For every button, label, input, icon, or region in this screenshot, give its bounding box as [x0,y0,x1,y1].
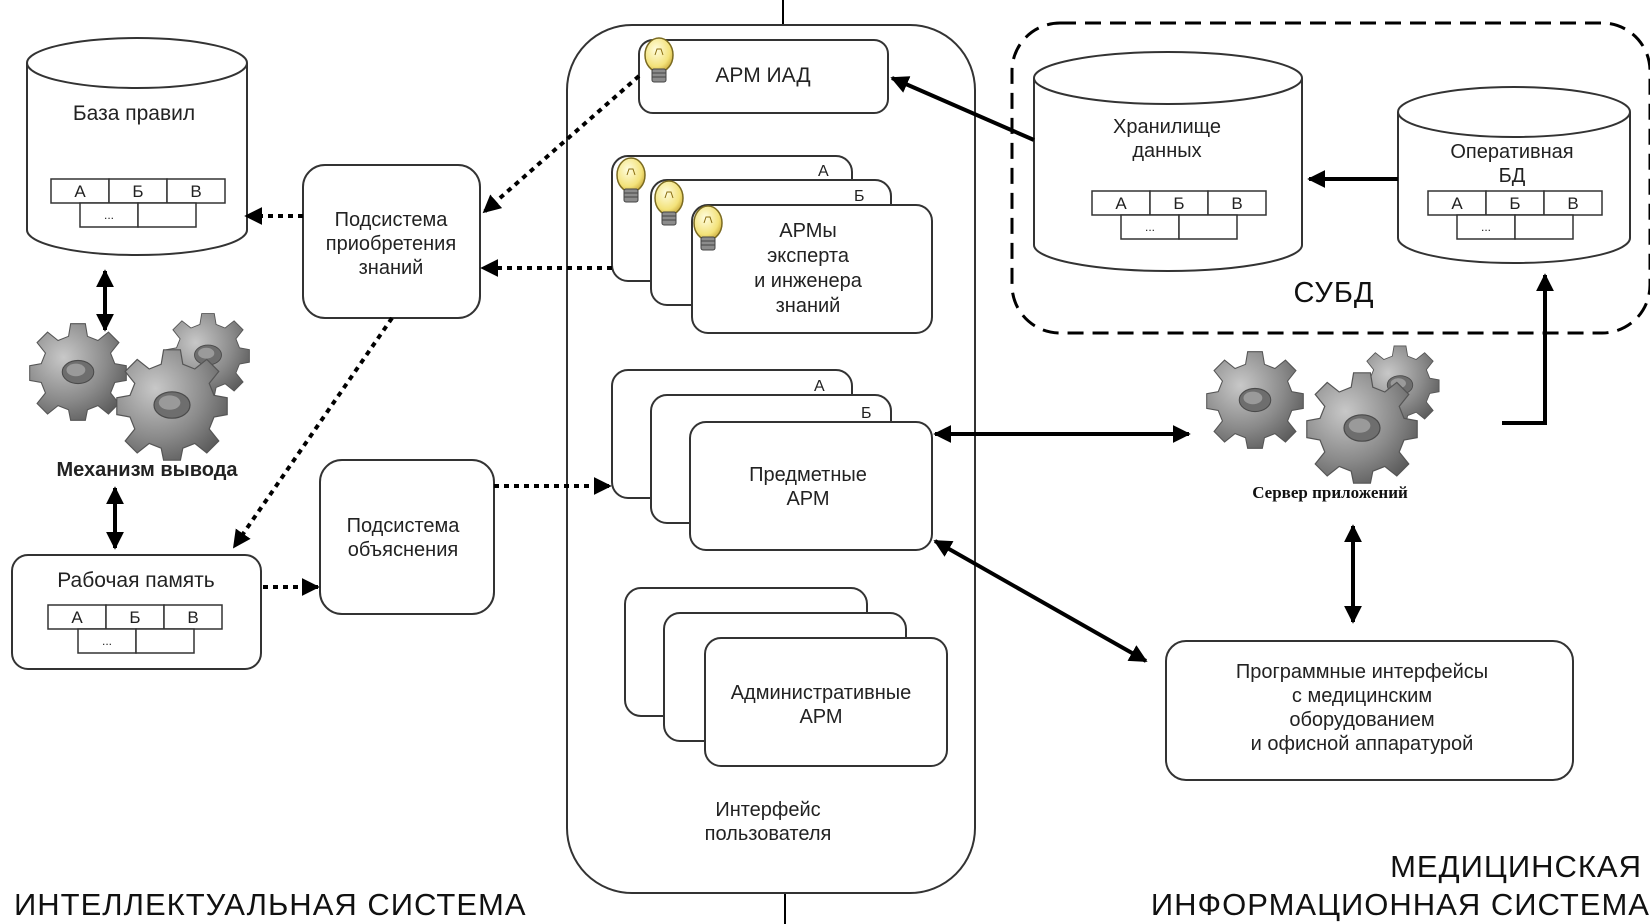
program-interfaces-line-4: и офисной аппаратурой [1251,733,1474,755]
expert-arms-line-2: эксперта [767,245,850,267]
operational-db-line-1: Оперативная [1450,141,1573,163]
explanation-line-2: объяснения [348,539,458,561]
arm-iad-label: АРМ ИАД [715,64,810,87]
subject-arms-line-2: АРМ [786,488,829,510]
expert-arms-line-3: и инженера [754,270,863,292]
medical-system-title-2: ИНФОРМАЦИОННАЯ СИСТЕМА [1151,887,1650,922]
operational-db-line-2: БД [1499,165,1526,187]
inference-engine-label: Механизм вывода [56,459,238,481]
arrow-iad-to-acquisition [482,74,641,214]
expert-arms-tab-b: Б [854,188,865,205]
subject-arms-tab-b: Б [861,405,872,422]
user-interface-caption-2: пользователя [705,823,832,845]
working-memory-cell-more: ... [102,634,112,648]
data-warehouse-cell-b: Б [1173,194,1184,213]
subject-arms-stack: А Б [611,369,933,551]
working-memory-cell-c: В [187,608,198,627]
rule-base-cell-b: Б [132,182,143,201]
inference-engine-gears [29,313,250,461]
medical-system-title-1: МЕДИЦИНСКАЯ [1390,849,1642,884]
working-memory-table: А Б В ... [47,604,223,654]
working-memory-cell-a: А [71,608,83,627]
rule-base-table: А Б В ... [50,178,226,228]
operational-db-cell-b: Б [1509,194,1520,213]
admin-arms-stack [624,587,948,767]
arrow-warehouse-to-iad [890,76,1035,142]
program-interfaces-box [1165,640,1574,781]
app-server-label: Сервер приложений [1252,483,1408,502]
data-warehouse-table: А Б В ... [1091,190,1267,240]
arrow-server-to-operational [1502,273,1554,425]
data-warehouse-line-1: Хранилище [1113,116,1221,138]
knowledge-acquisition-line-1: Подсистема [335,209,449,231]
data-warehouse-cell-a: А [1115,194,1127,213]
gear-icon [29,323,127,421]
data-warehouse-line-2: данных [1132,140,1201,162]
arrow-acquisition-to-working-memory [232,316,394,549]
program-interfaces-line-3: оборудованием [1289,709,1434,731]
operational-db-table: А Б В ... [1427,190,1603,240]
working-memory-label: Рабочая память [57,569,215,592]
knowledge-acquisition-line-2: приобретения [326,233,456,255]
gear-icon [116,349,228,461]
intellectual-system-title: ИНТЕЛЛЕКТУАЛЬНАЯ СИСТЕМА [14,887,527,922]
operational-db-cell-more: ... [1481,220,1491,234]
arrow-subject-arms-interfaces [933,539,1148,663]
operational-db-cell-c: В [1567,194,1578,213]
rule-base-cell-c: В [190,182,201,201]
program-interfaces-line-2: с медицинским [1292,685,1432,707]
expert-arms-tab-a: А [818,163,829,180]
rule-base-label: База правил [73,102,195,125]
operational-db-cell-a: А [1451,194,1463,213]
expert-arms-line-4: знаний [776,295,841,317]
data-warehouse-cell-more: ... [1145,220,1155,234]
subject-arms-line-1: Предметные [749,464,867,486]
gear-icon [1306,372,1418,484]
rule-base-cell-a: А [74,182,86,201]
data-warehouse-cell-c: В [1231,194,1242,213]
app-server-gears [1206,345,1440,484]
user-interface-caption-1: Интерфейс [715,799,820,821]
explanation-box [319,459,495,615]
gear-icon [1206,351,1304,449]
admin-arms-line-1: Административные [731,682,912,704]
expert-arms-line-1: АРМы [779,220,837,242]
admin-arms-line-2: АРМ [799,706,842,728]
working-memory-cell-b: Б [129,608,140,627]
dbms-label: СУБД [1293,277,1374,309]
explanation-line-1: Подсистема [347,515,461,537]
subject-arms-tab-a: А [814,378,825,395]
knowledge-acquisition-line-3: знаний [359,257,424,279]
program-interfaces-line-1: Программные интерфейсы [1236,661,1488,683]
rule-base-cell-more: ... [104,208,114,222]
